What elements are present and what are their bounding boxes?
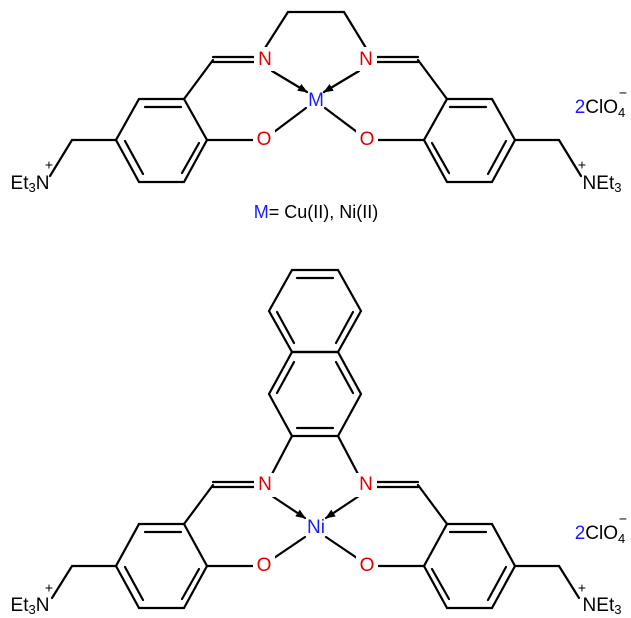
dative-arrow: [270, 69, 309, 94]
ammonium-group: Et3N: [11, 595, 50, 617]
dative-arrow: [324, 494, 361, 520]
bond: [180, 567, 201, 601]
benzene-ring: [422, 97, 517, 184]
bond: [272, 106, 308, 134]
ammonium-group: NEt3: [583, 173, 622, 195]
metal-atom: Ni: [307, 517, 325, 538]
negative-charge: −: [619, 511, 627, 527]
nitrogen-atom: N: [359, 49, 373, 70]
bond: [123, 565, 145, 602]
nitrogen-atom: N: [258, 49, 272, 70]
oxygen-atom: O: [257, 555, 272, 576]
bond: [336, 434, 360, 476]
bond: [430, 567, 451, 601]
bond: [486, 139, 508, 176]
metal-atom: M: [308, 90, 324, 111]
bond: [263, 10, 290, 50]
bond: [275, 310, 296, 345]
dative-arrow: [270, 494, 307, 520]
positive-charge: +: [578, 157, 586, 173]
ammonium-group: Et3N: [11, 173, 50, 195]
bond: [50, 564, 74, 600]
bond: [334, 310, 355, 345]
nitrogen-atom: N: [258, 474, 272, 495]
bond: [557, 138, 583, 178]
bond: [486, 565, 508, 602]
ammonium-group: NEt3: [583, 595, 622, 617]
benzene-ring: [114, 522, 209, 610]
counterion: 2ClO4: [575, 97, 626, 120]
bond: [123, 139, 145, 176]
benzene-ring: [114, 97, 209, 184]
benzene-ring: [267, 268, 363, 354]
oxygen-atom: O: [360, 129, 375, 150]
negative-charge: −: [619, 85, 627, 101]
dative-arrow: [322, 69, 361, 94]
bond: [342, 10, 368, 50]
oxygen-atom: O: [257, 129, 272, 150]
positive-charge: +: [45, 157, 53, 173]
bond: [180, 141, 201, 175]
positive-charge: +: [45, 580, 53, 596]
bond: [182, 483, 215, 526]
bond: [334, 360, 355, 395]
top-complex: N N O O M Et3N + NEt3 + 2ClO4 − M= Cu(II…: [11, 10, 627, 222]
bond: [270, 434, 294, 476]
metal-caption: M= Cu(II), Ni(II): [254, 202, 379, 222]
bond: [416, 483, 449, 526]
benzene-ring: [422, 522, 517, 610]
bond: [275, 360, 296, 395]
bond: [557, 564, 581, 600]
bond: [272, 535, 307, 560]
oxygen-atom: O: [360, 555, 375, 576]
bottom-complex: N N O O Ni Et3N + NEt3 + 2ClO4 −: [11, 268, 627, 617]
positive-charge: +: [578, 580, 586, 596]
counterion: 2ClO4: [575, 523, 626, 546]
nitrogen-atom: N: [359, 474, 373, 495]
bond: [324, 535, 359, 560]
bond: [323, 106, 359, 134]
bond: [430, 141, 451, 175]
benzene-ring: [267, 350, 363, 438]
bond: [416, 58, 449, 101]
bond: [48, 138, 74, 178]
bond: [182, 58, 215, 101]
